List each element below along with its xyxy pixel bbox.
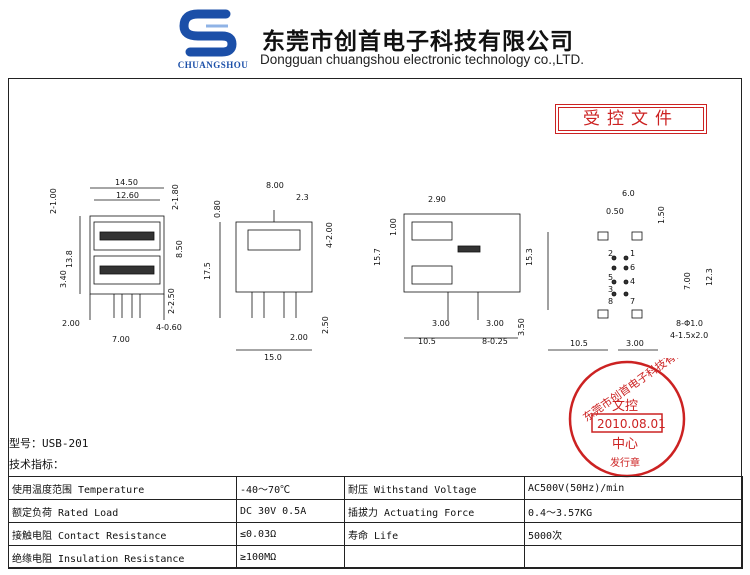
letterhead: CHUANGSHOU 东莞市创首电子科技有限公司 Dongguan chuang… (0, 0, 750, 78)
pin-7: 7 (630, 297, 635, 306)
front-view (79, 187, 165, 320)
dim-fp-0.50: 0.50 (606, 207, 624, 216)
dim-front-12.60: 12.60 (116, 191, 139, 200)
footprint-view (547, 231, 658, 351)
table-cell: 耐压 Withstand Voltage (344, 476, 525, 500)
dim-side-2.3: 2.3 (296, 193, 309, 202)
dim-front-4-0.60: 4-0.60 (156, 323, 182, 332)
pin-6: 6 (630, 263, 635, 272)
company-name-english: Dongguan chuangshou electronic technolog… (260, 52, 584, 67)
controlled-document-label: 受控文件 (555, 104, 707, 134)
pin-8: 8 (608, 297, 613, 306)
dim-front-2-2.50: 2-2.50 (167, 288, 176, 314)
table-cell (524, 545, 743, 569)
pin-3: 3 (608, 285, 613, 294)
dim-front-3.40: 3.40 (59, 270, 68, 288)
dim-side-4-2.00: 4-2.00 (325, 222, 334, 248)
dim-front-8.50: 8.50 (175, 240, 184, 258)
dim-front-2-1.80: 2-1.80 (171, 184, 180, 210)
dim-top-15.3: 15.3 (525, 248, 534, 266)
dim-side-8.00: 8.00 (266, 181, 284, 190)
company-seal: 东莞市创首电子科技有限公司 文控 2010.08.01 中心 发行章 (568, 358, 688, 478)
table-cell: 接触电阻 Contact Resistance (8, 522, 237, 546)
dim-top-8-0.25: 8-0.25 (482, 337, 508, 346)
company-logo-icon (179, 9, 237, 57)
dim-top-10.5: 10.5 (418, 337, 436, 346)
table-cell: ≥100MΩ (236, 545, 345, 569)
table-row: 绝缘电阻 Insulation Resistance≥100MΩ (8, 545, 743, 569)
table-cell (344, 545, 525, 569)
table-cell: ≤0.03Ω (236, 522, 345, 546)
table-cell: 插拔力 Actuating Force (344, 499, 525, 523)
dim-side-2.50: 2.50 (321, 316, 330, 334)
pin-4: 4 (630, 277, 635, 286)
dim-top-1.00: 1.00 (389, 218, 398, 236)
dim-top-15.7: 15.7 (373, 248, 382, 266)
seal-line2: 中心 (612, 437, 638, 452)
model-number: 型号：USB-201 (9, 437, 89, 450)
dim-fp-4-slot: 4-1.5x2.0 (670, 331, 708, 340)
table-cell: AC500V(50Hz)/min (524, 476, 743, 500)
spec-section-title: 技术指标： (9, 458, 64, 471)
label-inner-border (558, 107, 704, 131)
dim-fp-3.00: 3.00 (626, 339, 644, 348)
dim-side-2.00: 2.00 (290, 333, 308, 342)
table-cell: 额定负荷 Rated Load (8, 499, 237, 523)
technical-drawing: 14.50 12.60 2-1.00 2-1.80 13.8 3.40 8.50… (49, 178, 714, 362)
dim-side-15.0: 15.0 (264, 353, 282, 362)
table-cell: 寿命 Life (344, 522, 525, 546)
table-cell: 绝缘电阻 Insulation Resistance (8, 545, 237, 569)
dim-top-3.50: 3.50 (517, 318, 526, 336)
dim-front-2.00: 2.00 (62, 319, 80, 328)
dim-front-7.00: 7.00 (112, 335, 130, 344)
table-cell: -40～70℃ (236, 476, 345, 500)
company-name-chinese: 东莞市创首电子科技有限公司 (262, 28, 574, 55)
dim-side-17.5: 17.5 (203, 262, 212, 280)
logo-text: CHUANGSHOU (177, 60, 249, 70)
dim-top-3.00-b: 3.00 (486, 319, 504, 328)
dim-fp-10.5: 10.5 (570, 339, 588, 348)
side-view (219, 210, 313, 351)
dim-top-3.00-a: 3.00 (432, 319, 450, 328)
dim-front-14.50: 14.50 (115, 178, 138, 187)
table-cell: 5000次 (524, 522, 743, 546)
dim-top-2.90: 2.90 (428, 195, 446, 204)
dim-fp-1.50: 1.50 (657, 206, 666, 224)
pin-5: 5 (608, 273, 613, 282)
seal-date: 2010.08.01 (597, 417, 666, 431)
dim-front-2-1.00: 2-1.00 (49, 188, 58, 214)
seal-line1: 文控 (612, 399, 638, 414)
controlled-text: 受控文件 (583, 109, 679, 129)
dim-fp-6.0: 6.0 (622, 189, 635, 198)
dim-fp-8-hole: 8-Φ1.0 (676, 319, 703, 328)
pin-2: 2 (608, 249, 613, 258)
dim-front-13.8: 13.8 (65, 250, 74, 268)
dim-fp-7.00: 7.00 (683, 272, 692, 290)
seal-bottom: 发行章 (610, 456, 640, 469)
table-cell: 0.4～3.57KG (524, 499, 743, 523)
table-cell: 使用温度范围 Temperature (8, 476, 237, 500)
table-cell: DC 30V 0.5A (236, 499, 345, 523)
dim-side-0.80: 0.80 (213, 200, 222, 218)
top-view (403, 213, 521, 339)
dim-fp-12.3: 12.3 (705, 268, 714, 286)
pin-1: 1 (630, 249, 635, 258)
